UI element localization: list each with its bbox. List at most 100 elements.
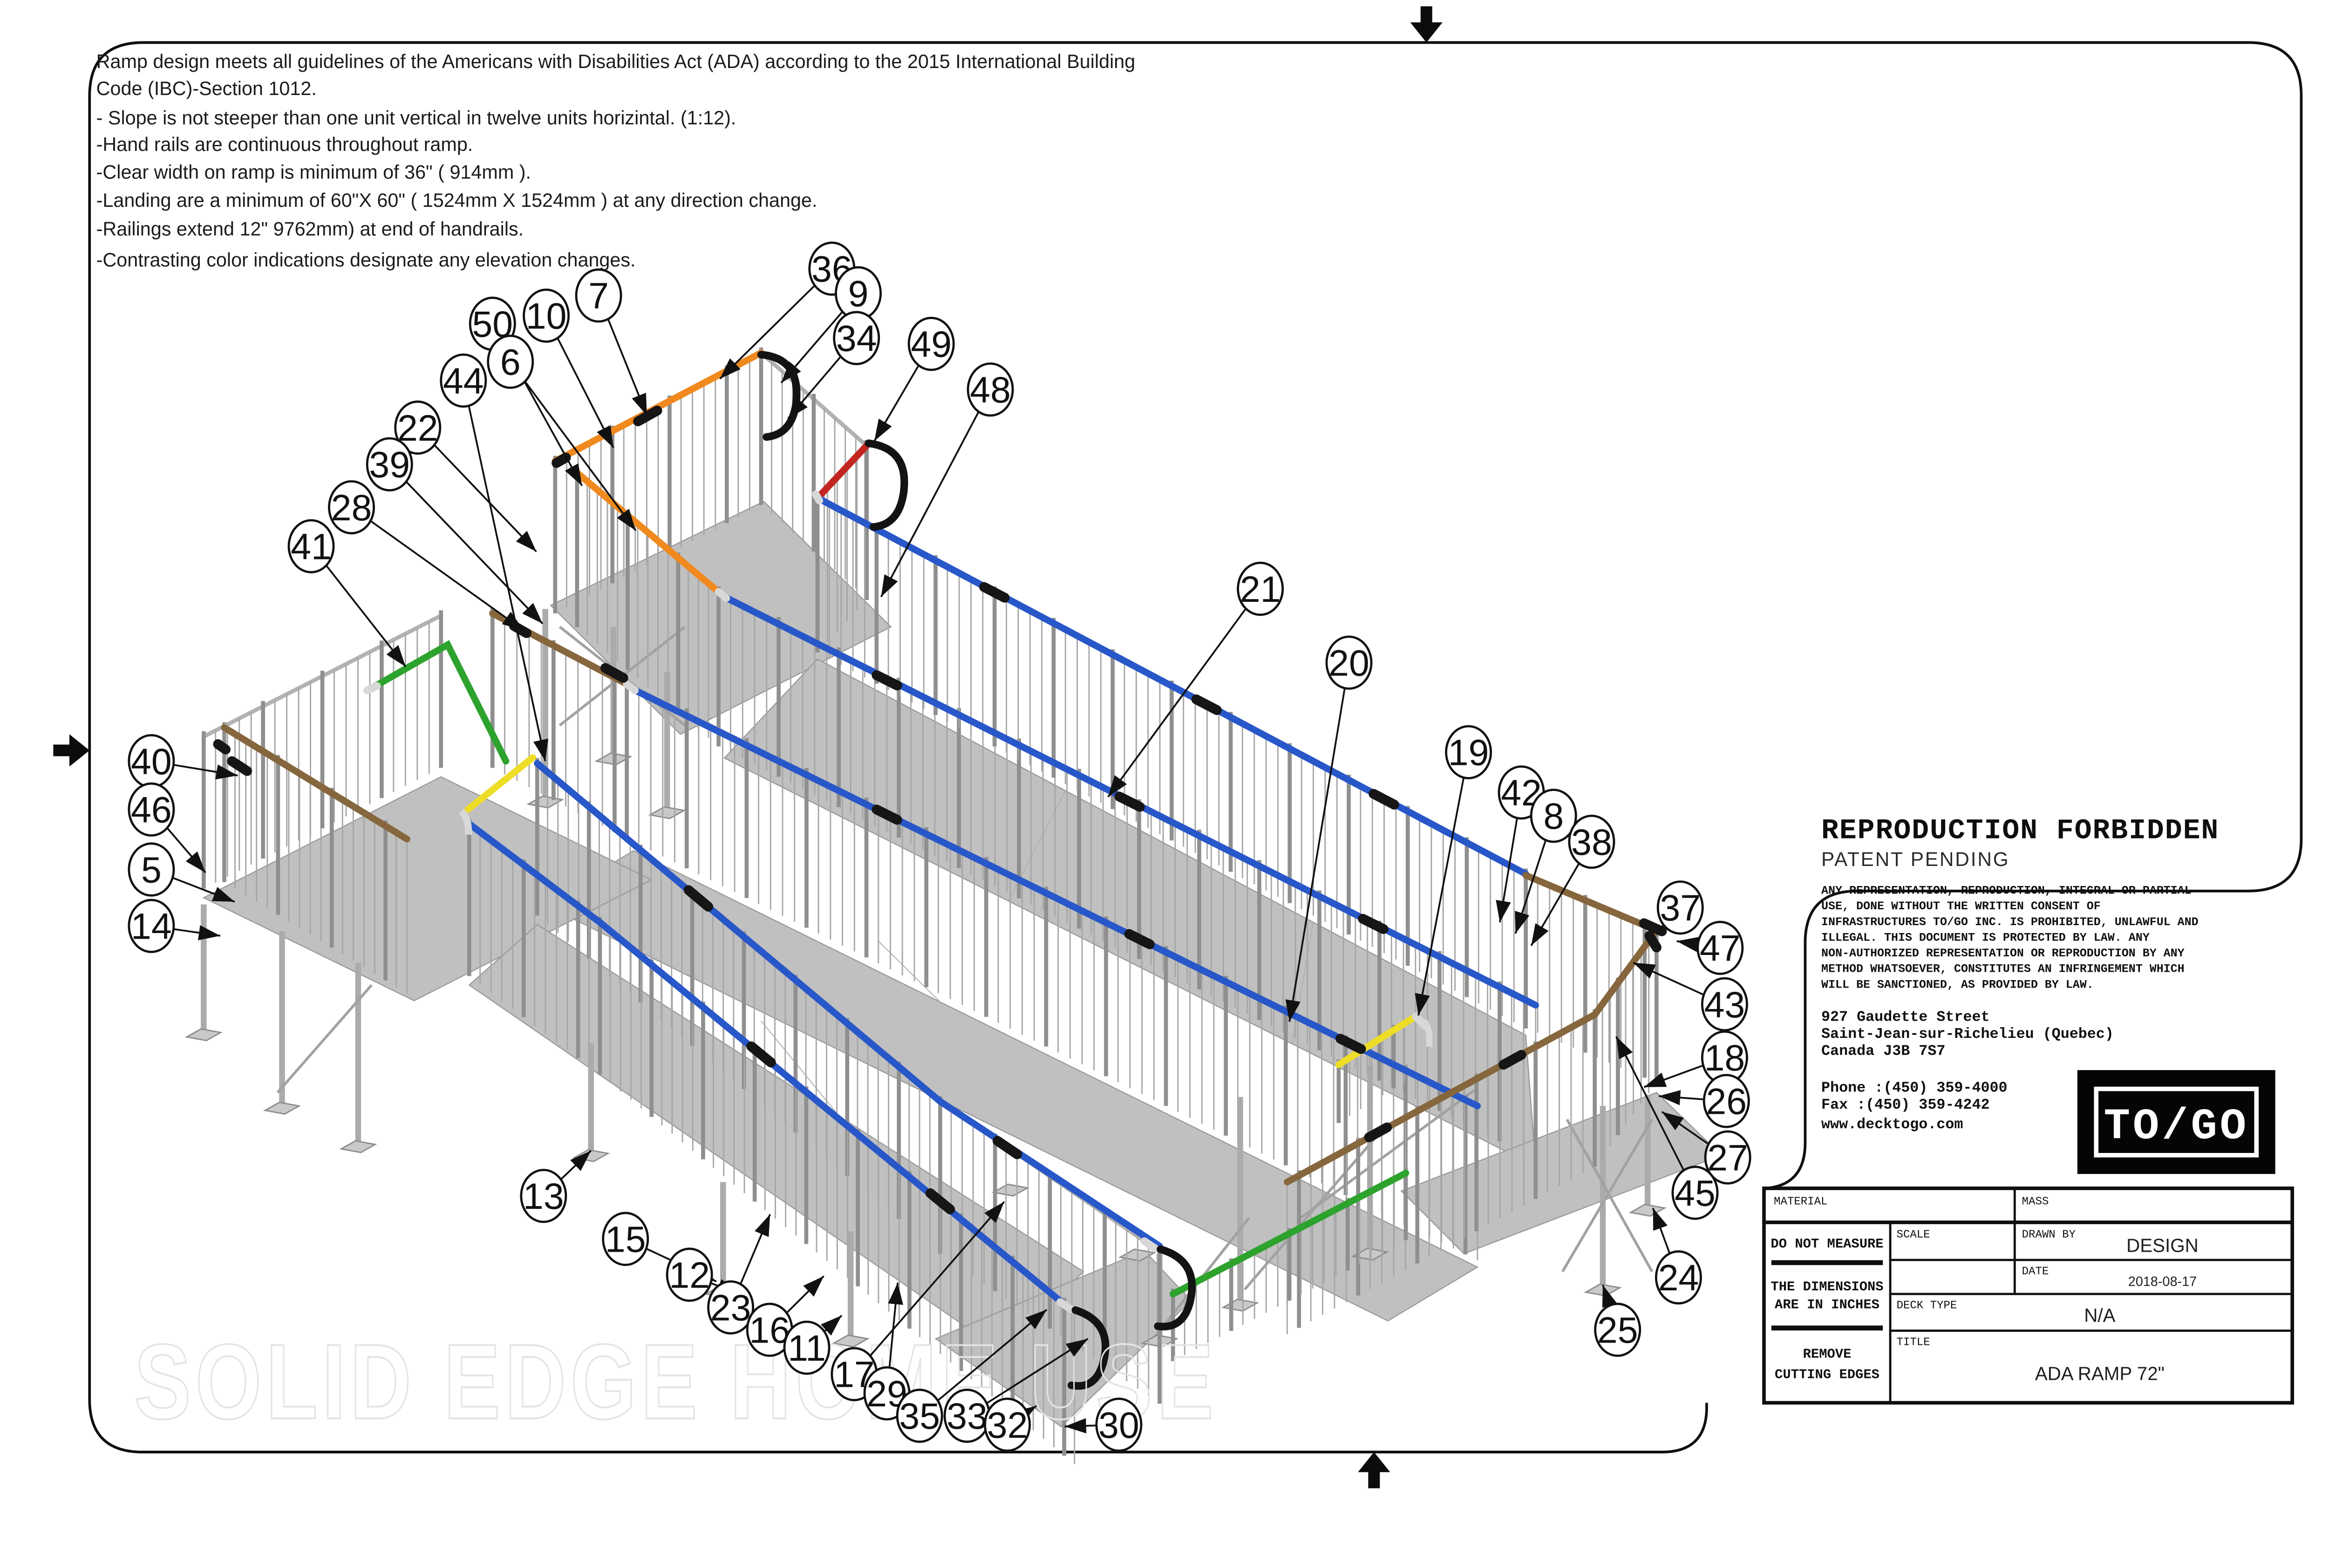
logo-inner-border xyxy=(2094,1086,2259,1158)
railing-left-landing-front xyxy=(222,722,408,994)
note-line: - Slope is not steeper than one unit ver… xyxy=(96,107,736,129)
callout-32: 32 xyxy=(984,1398,1037,1452)
grip-wrap xyxy=(1644,931,1662,953)
grip-wrap xyxy=(552,452,571,468)
callout-27: 27 xyxy=(1661,1111,1751,1185)
balloon-number: 46 xyxy=(131,790,172,831)
base-plate xyxy=(648,806,686,819)
grip-wrap xyxy=(633,405,662,427)
hook-run3-far xyxy=(1154,1245,1196,1330)
handrail-red-contrast xyxy=(817,442,871,499)
legal-panel: REPRODUCTION FORBIDDEN PATENT PENDING AN… xyxy=(1821,815,2275,1174)
balloon-number: 25 xyxy=(1597,1310,1638,1351)
grip-wrap xyxy=(992,1136,1022,1159)
balloon-number: 19 xyxy=(1448,732,1489,773)
grip-wrap xyxy=(1639,918,1667,936)
leader-line xyxy=(919,1309,1048,1417)
base-plate xyxy=(1221,1298,1260,1312)
balloon-circle xyxy=(896,1389,943,1443)
balloon-circle xyxy=(520,1169,567,1223)
callout-46: 46 xyxy=(128,782,206,873)
balloon-number: 14 xyxy=(131,906,172,947)
callout-30: 30 xyxy=(1064,1398,1143,1452)
watermark-text: SOLID EDGE HOME USE xyxy=(134,1323,1218,1441)
silver-elbow xyxy=(458,808,472,835)
balloon-number: 10 xyxy=(526,295,567,336)
balloon-circle xyxy=(1237,561,1284,616)
callout-35: 35 xyxy=(896,1309,1048,1443)
handrail-blue-run1-far xyxy=(814,494,1529,878)
border-arrow-top-icon xyxy=(1410,6,1443,43)
balloon-circle xyxy=(1530,789,1577,843)
silver-connector xyxy=(623,680,639,695)
leader-line xyxy=(1285,662,1350,1022)
balloon-circle xyxy=(1095,1398,1143,1452)
title-value: ADA RAMP 72" xyxy=(2035,1363,2165,1384)
logo-text: TO/GO xyxy=(2104,1102,2249,1152)
notes-block: Ramp design meets all guidelines of the … xyxy=(96,51,1136,271)
legal-line: ANY REPRESENTATION, REPRODUCTION, INTEGR… xyxy=(1821,884,2192,897)
callout-36: 36 xyxy=(719,241,856,380)
base-plate xyxy=(263,1101,301,1115)
note-line: -Landing are a minimum of 60"X 60" ( 152… xyxy=(96,190,817,211)
balloon-number: 49 xyxy=(911,324,952,365)
note-line: -Clear width on ramp is minimum of 36" (… xyxy=(96,162,531,183)
hook-run1-top xyxy=(865,439,908,531)
grip-wrap xyxy=(1191,694,1222,715)
date-label: DATE xyxy=(2022,1265,2049,1278)
balloon-number: 9 xyxy=(848,273,869,314)
balloon-circle xyxy=(128,842,175,897)
grip-wrap xyxy=(227,756,252,776)
diagonal-brace xyxy=(1300,1087,1478,1219)
callout-18: 18 xyxy=(1643,1030,1748,1088)
legal-line: USE, DONE WITHOUT THE WRITTEN CONSENT OF xyxy=(1821,900,2101,913)
balloon-circle xyxy=(1696,920,1744,975)
balloon-circle xyxy=(1704,1130,1751,1185)
balloon-number: 13 xyxy=(523,1176,564,1217)
base-plate xyxy=(339,1140,377,1153)
callout-23: 23 xyxy=(707,1213,771,1335)
hook-run3-near xyxy=(1067,1306,1110,1390)
balloon-circle xyxy=(128,782,175,837)
balloon-number: 22 xyxy=(397,408,438,449)
balloon-number: 6 xyxy=(500,341,521,382)
balloon-circle xyxy=(602,1212,649,1266)
balloon-number: 24 xyxy=(1658,1257,1699,1298)
grip-wrap xyxy=(872,670,902,691)
callout-33: 33 xyxy=(943,1338,1089,1443)
leader-line xyxy=(853,1201,1005,1375)
sheet-frame xyxy=(53,6,2303,1488)
note-line: Code (IBC)-Section 1012. xyxy=(96,78,317,99)
legal-line: ILLEGAL. THIS DOCUMENT IS PROTECTED BY L… xyxy=(1821,931,2150,944)
balloon-number: 5 xyxy=(141,849,162,890)
balloon-circle xyxy=(366,437,413,491)
balloon-circle xyxy=(394,400,442,455)
balloon-number: 47 xyxy=(1700,928,1741,969)
address-line: 927 Gaudette Street xyxy=(1821,1009,1989,1025)
grip-wrap xyxy=(872,804,902,825)
balloon-circle xyxy=(1702,1074,1750,1128)
deck-type-label: DECK TYPE xyxy=(1897,1300,1957,1312)
balloon-number: 40 xyxy=(131,741,172,782)
leader-line xyxy=(719,268,833,380)
diagonal-brace xyxy=(1566,1118,1654,1273)
balloon-number: 7 xyxy=(588,275,609,316)
website-line: www.decktogo.com xyxy=(1821,1116,1963,1133)
balloon-circle xyxy=(1445,725,1492,779)
balloon-number: 37 xyxy=(1660,887,1701,928)
balloon-number: 8 xyxy=(1543,796,1564,837)
grip-wrap xyxy=(1358,914,1389,934)
material-label: MATERIAL xyxy=(1774,1196,1827,1208)
diagonal-brace xyxy=(1163,1217,1250,1326)
leader-line xyxy=(1107,588,1261,798)
remove-edges-note: REMOVE xyxy=(1803,1346,1852,1362)
scale-label: SCALE xyxy=(1897,1229,1930,1241)
silver-connector xyxy=(363,682,381,695)
legal-title: REPRODUCTION FORBIDDEN xyxy=(1821,815,2219,847)
callout-43: 43 xyxy=(1633,961,1748,1032)
callout-47: 47 xyxy=(1676,920,1744,975)
grip-wrap xyxy=(600,663,628,683)
balloon-circle xyxy=(907,317,955,371)
patent-pending-label: PATENT PENDING xyxy=(1821,848,2010,870)
